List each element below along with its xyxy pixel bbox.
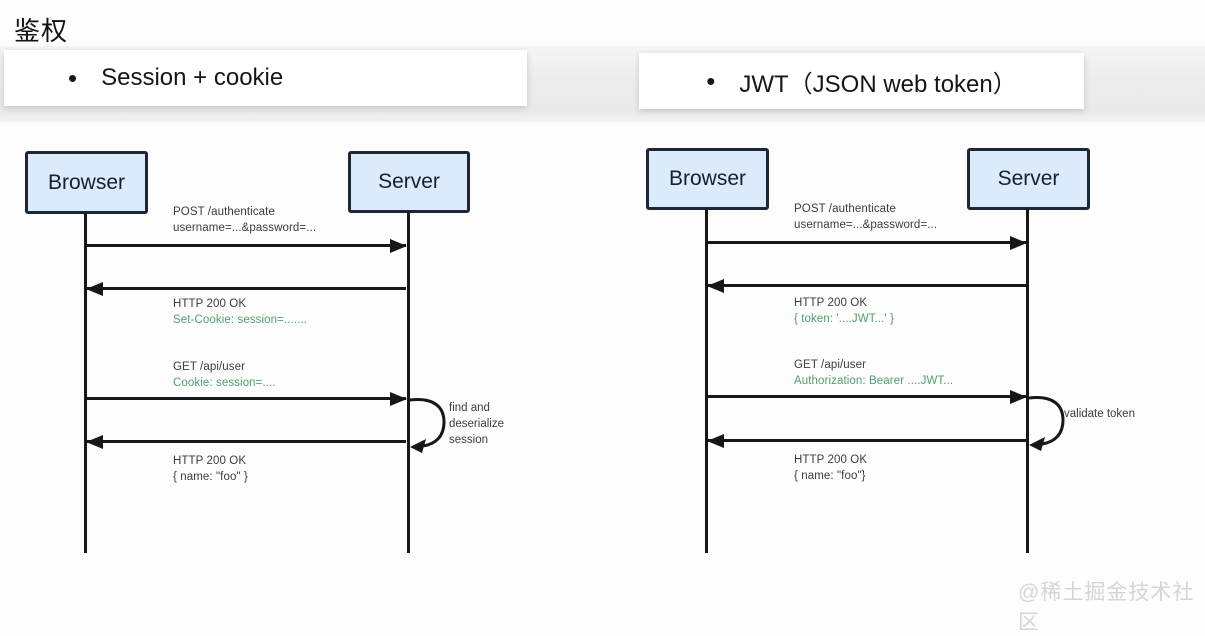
actor-box-server: Server: [967, 148, 1090, 210]
message-label-token: HTTP 200 OK { token: '....JWT...' }: [794, 297, 895, 325]
message-label-get-api-user: GET /api/user Authorization: Bearer ....…: [794, 359, 954, 387]
note-find-deserialize-session: find and deserialize session: [449, 402, 504, 446]
message-label-get-api-user: GET /api/user Cookie: session=....: [173, 361, 276, 389]
server-lifeline: [407, 212, 410, 553]
message-label-post-authenticate: POST /authenticate username=...&password…: [794, 203, 938, 231]
heading-jwt: JWT（JSON web token）: [739, 70, 1017, 98]
arrow-response-name-foo: [87, 440, 406, 443]
browser-lifeline: [705, 209, 708, 553]
page-title: 鉴权: [14, 16, 69, 46]
message-label-name-foo: HTTP 200 OK { name: "foo"}: [794, 454, 868, 482]
heading-session-cookie: Session + cookie: [101, 64, 284, 91]
message-label-name-foo: HTTP 200 OK { name: "foo" }: [173, 455, 248, 483]
note-validate-token: validate token: [1064, 408, 1135, 420]
heading-card-jwt: • JWT（JSON web token）: [639, 53, 1084, 109]
arrow-response-set-cookie: [87, 287, 406, 290]
arrow-request-api-user: [708, 395, 1026, 398]
self-loop-arrow: [409, 398, 446, 453]
arrow-response-name-foo: [708, 439, 1026, 442]
watermark: @稀土掘金技术社区: [1018, 581, 1195, 634]
actor-box-browser: Browser: [25, 151, 148, 214]
arrow-request-authenticate: [87, 244, 406, 247]
actor-box-server: Server: [348, 151, 470, 213]
arrow-response-token: [708, 284, 1026, 287]
browser-lifeline: [84, 213, 87, 553]
message-label-set-cookie: HTTP 200 OK Set-Cookie: session=.......: [173, 298, 308, 326]
self-loop-arrow: [1028, 396, 1065, 451]
arrow-request-api-user: [87, 397, 406, 400]
actor-box-browser: Browser: [646, 148, 769, 210]
bullet-icon: •: [706, 66, 716, 96]
heading-card-session-cookie: • Session + cookie: [4, 50, 527, 106]
server-lifeline: [1026, 209, 1029, 553]
arrow-request-authenticate: [708, 241, 1026, 244]
message-label-post-authenticate: POST /authenticate username=...&password…: [173, 206, 317, 234]
bullet-icon: •: [68, 63, 78, 93]
